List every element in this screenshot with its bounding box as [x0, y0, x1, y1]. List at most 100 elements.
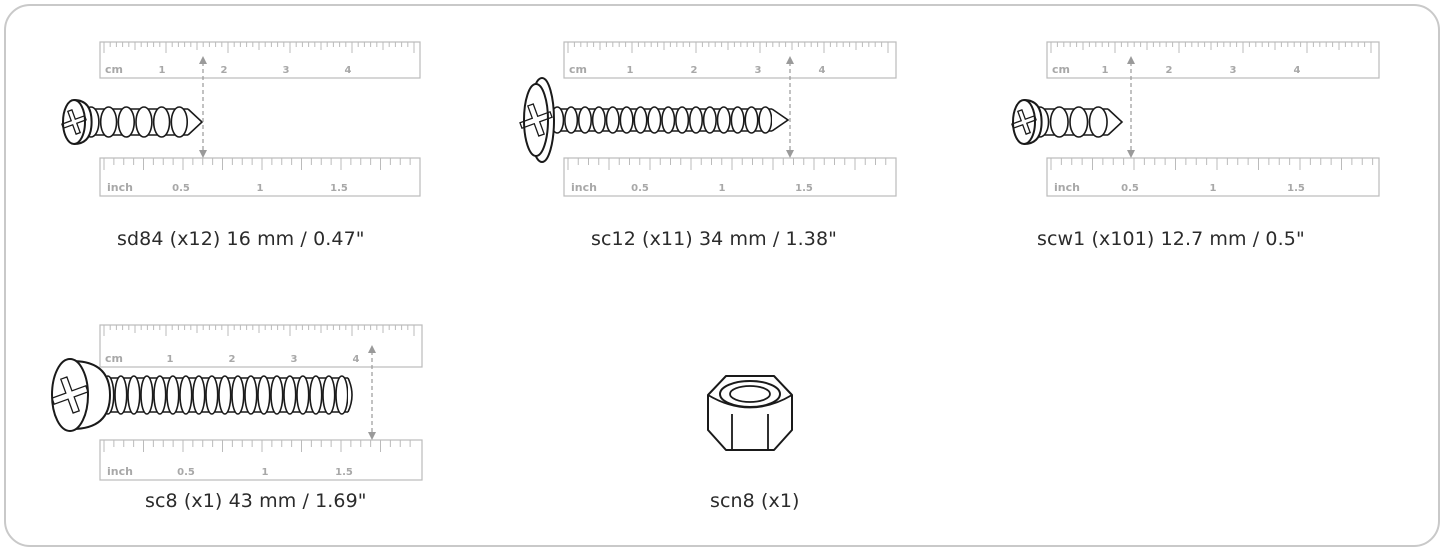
- cm-tick-label: 1: [167, 354, 174, 365]
- thread: [322, 375, 336, 415]
- thread: [153, 375, 167, 415]
- inch-tick-label: 1: [257, 183, 264, 194]
- thread: [117, 106, 136, 138]
- inch-unit-label: inch: [107, 465, 133, 478]
- inch-tick-label: 0.5: [631, 183, 649, 194]
- phillips-icon: [1011, 109, 1037, 135]
- thread: [114, 375, 128, 415]
- thread: [730, 106, 745, 134]
- cm-tick-label: 1: [159, 65, 166, 76]
- cm-tick-label: 2: [1166, 65, 1173, 76]
- parts-panel: [4, 4, 1440, 547]
- cm-tick-label: 3: [755, 65, 762, 76]
- nut-scn8: [707, 375, 793, 451]
- caption-scn8: scn8 (x1): [710, 490, 800, 512]
- arrow-up-icon: [368, 345, 376, 353]
- cm-ruler: cm 1 2 3 4: [1046, 41, 1380, 79]
- cm-ruler-frame: [99, 41, 421, 79]
- thread: [605, 106, 620, 134]
- inch-tick-label: 1.5: [795, 183, 813, 194]
- cm-tick-label: 3: [291, 354, 298, 365]
- thread: [1088, 106, 1108, 138]
- thread: [716, 106, 731, 134]
- inch-tick-label: 1.5: [335, 467, 353, 478]
- caption-sc8: sc8 (x1) 43 mm / 1.69": [145, 490, 367, 512]
- thread: [179, 375, 193, 415]
- thread: [218, 375, 232, 415]
- cm-tick-label: 4: [345, 65, 352, 76]
- inch-unit-label: inch: [571, 181, 597, 194]
- screw-scw1: [1011, 99, 1124, 145]
- thread: [192, 375, 206, 415]
- thread: [744, 106, 759, 134]
- thread: [244, 375, 258, 415]
- cm-unit-label: cm: [105, 352, 123, 365]
- inch-unit-label: inch: [1054, 181, 1080, 194]
- cm-tick-label: 2: [221, 65, 228, 76]
- cm-tick-label: 1: [627, 65, 634, 76]
- thread: [661, 106, 676, 134]
- thread: [166, 375, 180, 415]
- inch-tick-label: 1: [262, 467, 269, 478]
- thread: [688, 106, 704, 134]
- cm-tick-label: 2: [691, 65, 698, 76]
- thread: [283, 375, 297, 415]
- arrow-down-icon: [199, 150, 207, 158]
- inch-tick-label: 1.5: [330, 183, 348, 194]
- length-indicator: [1127, 56, 1135, 158]
- hex-nut-icon: [707, 375, 793, 451]
- inch-ruler-frame: [99, 439, 423, 481]
- arrow-down-icon: [368, 432, 376, 440]
- cm-tick-label: 3: [283, 65, 290, 76]
- screw-end: [347, 377, 353, 413]
- thread: [140, 375, 154, 415]
- caption-sd84: sd84 (x12) 16 mm / 0.47": [117, 228, 365, 250]
- thread: [309, 375, 323, 415]
- inch-ruler-frame: [99, 157, 421, 197]
- caption-sc12: sc12 (x11) 34 mm / 1.38": [591, 228, 838, 250]
- nut-hole-inner: [729, 385, 771, 403]
- thread: [619, 106, 634, 134]
- cm-tick-label: 4: [353, 354, 360, 365]
- cm-ruler-frame: [563, 41, 897, 79]
- phillips-icon: [61, 109, 87, 135]
- thread: [99, 106, 118, 138]
- phillips-icon: [519, 103, 553, 137]
- thread: [152, 106, 171, 138]
- thread: [1049, 106, 1069, 138]
- thread: [270, 375, 284, 415]
- cm-tick-label: 1: [1102, 65, 1109, 76]
- cm-tick-label: 4: [1294, 65, 1301, 76]
- thread: [1069, 106, 1089, 138]
- cm-unit-label: cm: [1052, 63, 1070, 76]
- cm-tick-label: 3: [1230, 65, 1237, 76]
- inch-tick-label: 0.5: [172, 183, 190, 194]
- thread: [231, 375, 245, 415]
- thread: [296, 375, 310, 415]
- arrow-up-icon: [786, 56, 794, 64]
- thread: [758, 106, 773, 134]
- caption-scw1: scw1 (x101) 12.7 mm / 0.5": [1037, 228, 1305, 250]
- thread: [702, 106, 717, 134]
- screw-sd84: [61, 99, 204, 145]
- part-scn8: [690, 370, 810, 460]
- thread: [564, 106, 579, 134]
- cm-ruler-frame: [1046, 41, 1380, 79]
- screw-sc12: [519, 77, 790, 163]
- length-indicator: [199, 56, 207, 158]
- thread: [633, 106, 648, 134]
- inch-ruler-frame: [563, 157, 897, 197]
- thread: [647, 106, 662, 134]
- screw-head-face: [51, 358, 89, 432]
- inch-unit-label: inch: [107, 181, 133, 194]
